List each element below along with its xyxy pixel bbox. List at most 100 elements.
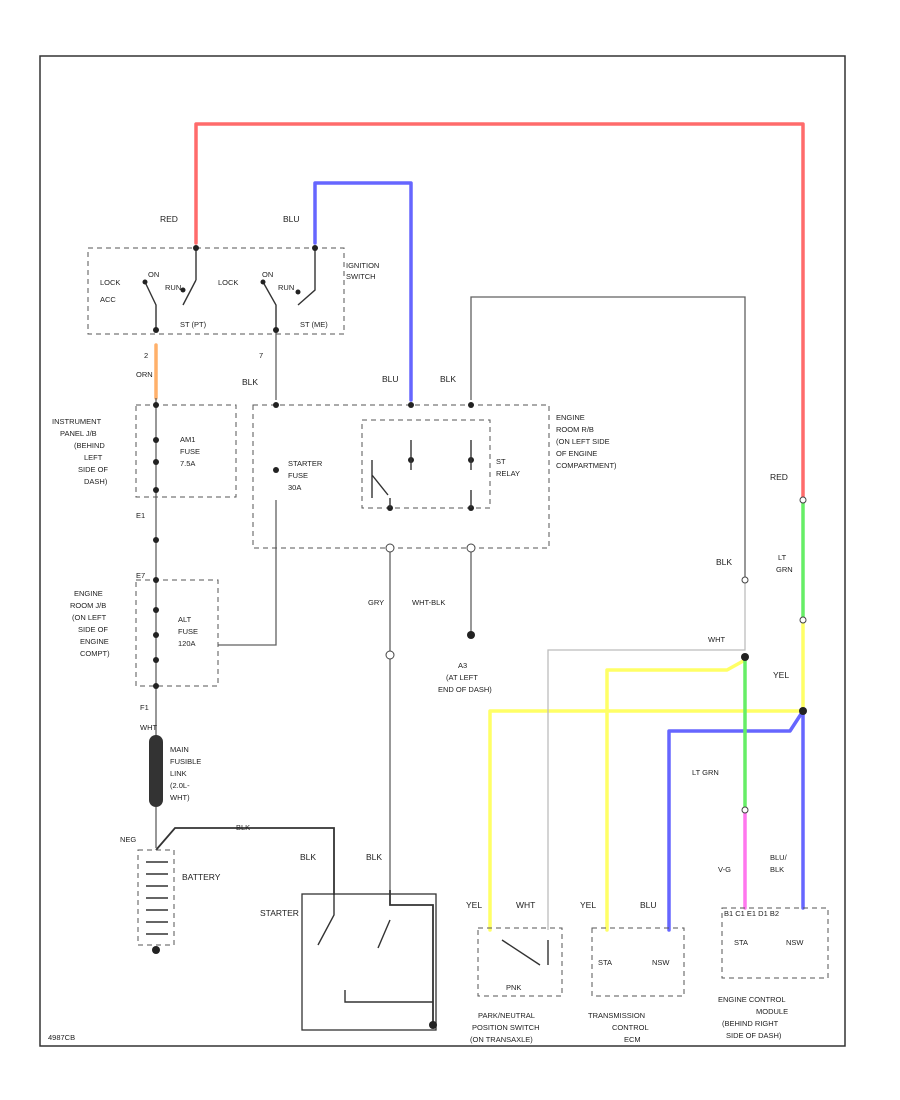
battery-ground <box>152 946 160 954</box>
label-nsw-tcm: NSW <box>652 958 670 967</box>
svg-text:INSTRUMENT: INSTRUMENT <box>52 417 102 426</box>
svg-text:ENGINE: ENGINE <box>74 589 103 598</box>
label-acc-1: ACC <box>100 295 116 304</box>
ignition-terminals <box>142 245 318 333</box>
blu-wire-top <box>313 181 413 402</box>
label-orn: ORN <box>136 370 153 379</box>
svg-text:ECM: ECM <box>624 1035 641 1044</box>
svg-text:A3: A3 <box>458 661 467 670</box>
label-ipjb: INSTRUMENT PANEL J/B (BEHIND LEFT SIDE O… <box>52 417 108 486</box>
label-blu-blk-2: BLK <box>770 865 784 874</box>
svg-text:(BEHIND: (BEHIND <box>74 441 105 450</box>
label-st-relay: ST RELAY <box>496 457 520 478</box>
label-blu-d: BLU <box>640 900 657 910</box>
svg-text:(BEHIND RIGHT: (BEHIND RIGHT <box>722 1019 779 1028</box>
label-blk-starter-1: BLK <box>300 852 316 862</box>
label-blk-a: BLK <box>242 377 258 387</box>
label-tcm: TRANSMISSION CONTROL ECM <box>588 1011 649 1044</box>
label-ignition-switch-1: IGNITION <box>346 261 379 270</box>
svg-text:ENGINE CONTROL: ENGINE CONTROL <box>718 995 786 1004</box>
label-ground: A3 (AT LEFT END OF DASH) <box>438 661 492 694</box>
label-footer: 4987CB <box>48 1033 75 1042</box>
starter-switch <box>317 895 433 1003</box>
tcm-box <box>591 927 685 997</box>
svg-text:ENGINE: ENGINE <box>556 413 585 422</box>
label-v-g: V-G <box>718 865 731 874</box>
label-red-right: RED <box>770 472 788 482</box>
label-sta-tcm: STA <box>598 958 612 967</box>
svg-text:PARK/NEUTRAL: PARK/NEUTRAL <box>478 1011 535 1020</box>
label-lt-grn-mid: LT GRN <box>692 768 719 777</box>
label-on-1: ON <box>148 270 159 279</box>
label-e1: E1 <box>136 511 145 520</box>
blk-wire-fuse-link <box>218 500 277 646</box>
label-erjb: ENGINE ROOM J/B (ON LEFT SIDE OF ENGINE … <box>70 589 110 658</box>
svg-text:ENGINE: ENGINE <box>80 637 109 646</box>
svg-text:30A: 30A <box>288 483 301 492</box>
ipjb-fuses <box>153 402 159 689</box>
label-sta-ecm: STA <box>734 938 748 947</box>
svg-text:COMPARTMENT): COMPARTMENT) <box>556 461 617 470</box>
label-alt-fuse: ALT FUSE 120A <box>178 615 198 648</box>
svg-text:ST: ST <box>496 457 506 466</box>
svg-text:SIDE OF DASH): SIDE OF DASH) <box>726 1031 782 1040</box>
label-blk-right: BLK <box>716 557 732 567</box>
label-yel-c: YEL <box>580 900 596 910</box>
label-run-2: RUN <box>278 283 294 292</box>
blk-wire-relay-right <box>470 296 746 580</box>
svg-text:MAIN: MAIN <box>170 745 189 754</box>
svg-text:OF ENGINE: OF ENGINE <box>556 449 597 458</box>
label-blk-mid: BLK <box>440 374 456 384</box>
label-engine-room-rb: ENGINE ROOM R/B (ON LEFT SIDE OF ENGINE … <box>556 413 617 470</box>
svg-text:(2.0L-: (2.0L- <box>170 781 190 790</box>
svg-text:FUSIBLE: FUSIBLE <box>170 757 201 766</box>
erjb-alt-box <box>135 579 219 687</box>
label-start-2: ST (ME) <box>300 320 328 329</box>
red-wire <box>194 122 805 502</box>
label-battery: BATTERY <box>182 872 221 882</box>
engine-room-rb-box <box>252 404 550 549</box>
ipjb-box <box>135 404 237 498</box>
starter-box <box>301 893 437 1031</box>
label-run-1: RUN <box>165 283 181 292</box>
label-blk-bat: BLK <box>236 823 250 832</box>
label-yel-right: YEL <box>773 670 789 680</box>
label-ignition-switch-2: SWITCH <box>346 272 376 281</box>
label-e7: E7 <box>136 571 145 580</box>
svg-text:LEFT: LEFT <box>84 453 103 462</box>
label-nsw-ecm: NSW <box>786 938 804 947</box>
ecm-box <box>721 907 829 979</box>
pn-switch-box <box>477 927 563 997</box>
svg-text:ALT: ALT <box>178 615 192 624</box>
label-pin-7: 7 <box>259 351 263 360</box>
wht-wire-pn <box>547 580 746 930</box>
svg-text:FUSE: FUSE <box>178 627 198 636</box>
svg-text:120A: 120A <box>178 639 196 648</box>
pn-switch-contacts <box>501 939 549 966</box>
label-wht-b: WHT <box>516 900 535 910</box>
label-yel-a: YEL <box>466 900 482 910</box>
label-gry: GRY <box>368 598 384 607</box>
svg-text:FUSE: FUSE <box>180 447 200 456</box>
svg-text:TRANSMISSION: TRANSMISSION <box>588 1011 645 1020</box>
label-wht-blk: WHT-BLK <box>412 598 445 607</box>
label-pin-2: 2 <box>144 351 148 360</box>
svg-text:END OF DASH): END OF DASH) <box>438 685 492 694</box>
label-on-2: ON <box>262 270 273 279</box>
svg-text:AM1: AM1 <box>180 435 195 444</box>
st-relay-box <box>361 419 491 509</box>
label-pn-switch: PARK/NEUTRAL POSITION SWITCH (ON TRANSAX… <box>470 1011 540 1044</box>
label-starter-fuse: STARTER FUSE 30A <box>288 459 323 492</box>
svg-text:PANEL J/B: PANEL J/B <box>60 429 97 438</box>
label-blk-starter-2: BLK <box>366 852 382 862</box>
ignition-switch-box <box>87 247 345 335</box>
svg-text:POSITION SWITCH: POSITION SWITCH <box>472 1023 540 1032</box>
svg-text:SIDE OF: SIDE OF <box>78 465 108 474</box>
junction-nodes <box>741 496 807 814</box>
svg-text:MODULE: MODULE <box>756 1007 788 1016</box>
battery-box <box>137 849 175 946</box>
svg-text:WHT): WHT) <box>170 793 190 802</box>
label-fusible-link: MAIN FUSIBLE LINK (2.0L- WHT) <box>170 745 201 802</box>
svg-text:FUSE: FUSE <box>288 471 308 480</box>
